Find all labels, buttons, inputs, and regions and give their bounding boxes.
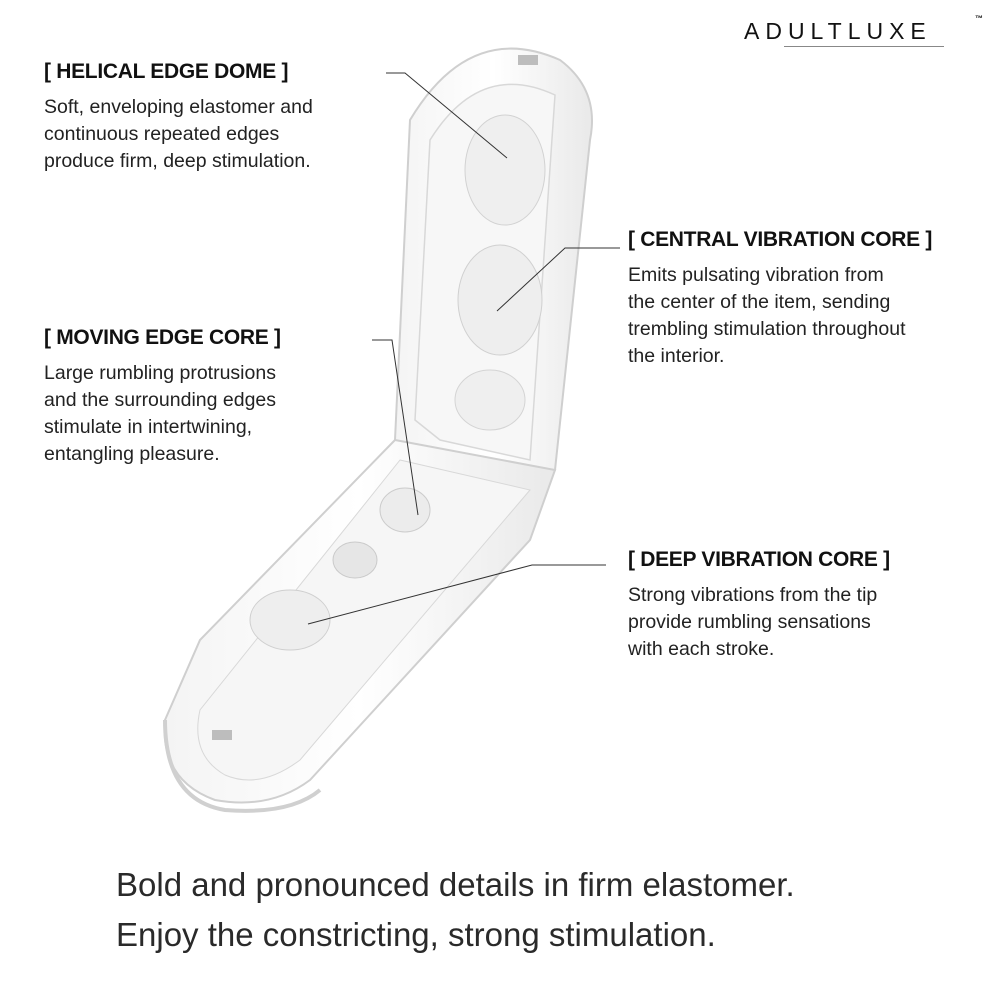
trademark-mark: ™ <box>975 14 983 23</box>
callout-title: [ DEEP VIBRATION CORE ] <box>628 548 890 571</box>
leader-central-vibration-core <box>496 247 620 312</box>
leader-lines <box>307 72 620 625</box>
callout-deep-vibration-core: [ DEEP VIBRATION CORE ] Strong vibration… <box>628 548 890 663</box>
footer-line-2: Enjoy the constricting, strong stimulati… <box>116 916 716 953</box>
callout-description: Strong vibrations from the tip provide r… <box>628 584 878 660</box>
callout-description: Emits pulsating vibration from the cente… <box>628 264 906 367</box>
callout-description: Soft, enveloping elastomer and continuou… <box>44 96 313 172</box>
brand-underline <box>784 46 944 47</box>
callout-title: [ HELICAL EDGE DOME ] <box>44 60 289 83</box>
device-lower-tray <box>163 438 557 813</box>
leader-deep-vibration-core <box>307 564 606 625</box>
callout-helical-edge-dome: [ HELICAL EDGE DOME ] Soft, enveloping e… <box>44 60 313 175</box>
callout-moving-edge-core: [ MOVING EDGE CORE ] Large rumbling prot… <box>44 326 281 468</box>
leader-helical-edge-dome <box>386 72 508 159</box>
footer-line-1: Bold and pronounced details in firm elas… <box>116 866 795 903</box>
callout-title: [ CENTRAL VIBRATION CORE ] <box>628 228 933 251</box>
callout-description: Large rumbling protrusions and the surro… <box>44 362 277 465</box>
callout-title: [ MOVING EDGE CORE ] <box>44 326 281 349</box>
leader-moving-edge-core <box>372 339 419 516</box>
device-upper-lid <box>393 47 593 512</box>
callout-central-vibration-core: [ CENTRAL VIBRATION CORE ] Emits pulsati… <box>628 228 932 370</box>
brand-logo: ADULTLUXE <box>744 18 932 44</box>
